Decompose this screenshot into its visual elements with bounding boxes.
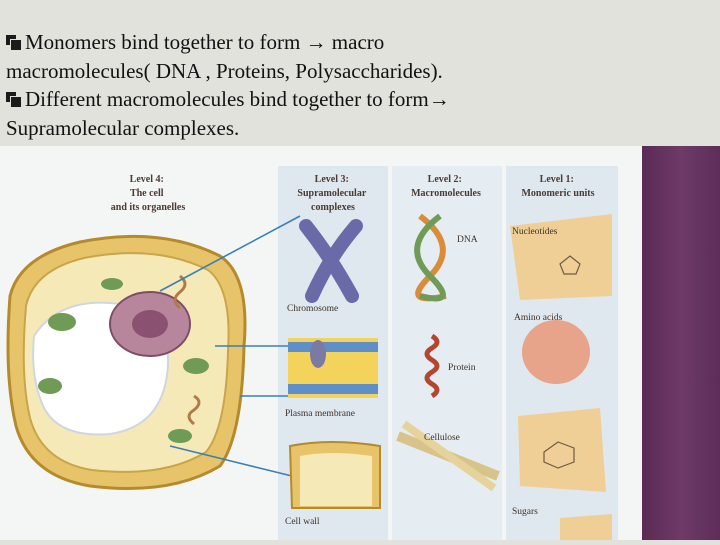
heading-line: Macromolecules <box>411 188 481 199</box>
slide-text: Monomers bind together to form → macro m… <box>6 28 712 142</box>
bullet-monomers: Monomers bind together to form → macro m… <box>6 28 712 85</box>
amino-acid-illustration <box>522 320 590 384</box>
bullet-line: Supramolecular complexes. <box>6 115 240 140</box>
connector-arrows <box>159 215 310 479</box>
heading-line: Monomeric units <box>521 188 594 199</box>
heading-line: and its organelles <box>111 202 186 213</box>
checkbox-bullet-icon <box>6 92 21 107</box>
heading-line: Supramolecular <box>297 188 366 199</box>
cell-wall-label: Cell wall <box>285 517 320 527</box>
level1-heading: Level 1: Monomeric units <box>521 174 594 199</box>
cellulose-label: Cellulose <box>424 433 460 443</box>
chromosome-label: Chromosome <box>287 304 338 314</box>
heading-line: The cell <box>130 188 164 199</box>
amino-acids-label: Amino acids <box>514 313 563 323</box>
dna-illustration <box>414 213 447 302</box>
heading-line: Level 2: <box>428 174 462 185</box>
heading-line: complexes <box>311 202 355 213</box>
protein-illustration <box>424 333 440 399</box>
cell-wall-illustration <box>288 441 381 509</box>
heading-line: Level 4: <box>130 174 164 185</box>
bullet-line: Different macromolecules bind together t… <box>25 87 450 111</box>
checkbox-bullet-icon <box>6 35 21 50</box>
bullet-macromolecules: Different macromolecules bind together t… <box>6 85 712 142</box>
plasma-membrane-illustration <box>288 338 378 398</box>
cell-hierarchy-figure: Level 4: The cell and its organelles Lev… <box>0 146 642 540</box>
bullet-line: macromolecules( DNA , Proteins, Polysacc… <box>6 58 443 83</box>
heading-line: Level 3: <box>315 174 349 185</box>
level4-heading: Level 4: The cell and its organelles <box>111 174 186 213</box>
cellulose-illustration <box>396 420 500 492</box>
nucleotides-label: Nucleotides <box>512 227 558 237</box>
nucleotide-illustration <box>510 214 612 300</box>
bullet-line: Monomers bind together to form → macro <box>25 30 385 54</box>
chromosome-illustration <box>299 219 363 303</box>
level2-heading: Level 2: Macromolecules <box>411 174 481 199</box>
cell-hierarchy-diagram: Level 4: The cell and its organelles Lev… <box>6 166 618 540</box>
dna-label: DNA <box>457 235 478 245</box>
plasma-membrane-label: Plasma membrane <box>285 409 355 419</box>
heading-line: Level 1: <box>540 174 574 185</box>
level3-heading: Level 3: Supramolecular complexes <box>297 174 368 213</box>
decorative-side-band <box>642 146 720 540</box>
protein-label: Protein <box>448 363 476 373</box>
cell-illustration <box>6 234 247 490</box>
sugars-label: Sugars <box>512 507 538 517</box>
sugar-illustration <box>518 408 612 540</box>
